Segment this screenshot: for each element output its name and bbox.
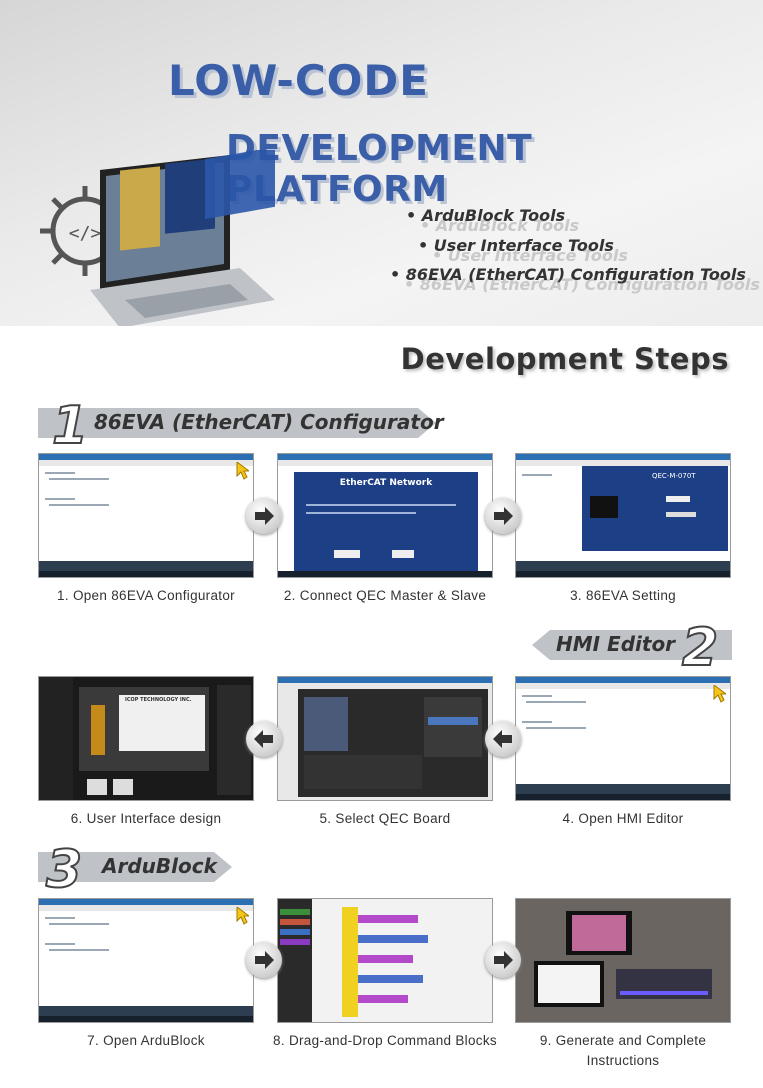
feature-item: • 86EVA (EtherCAT) Configuration Tools •… bbox=[390, 265, 760, 294]
step-caption-4: 4. Open HMI Editor bbox=[562, 811, 684, 826]
hero-title-line1: LOW-CODE bbox=[168, 56, 429, 105]
banner-shape bbox=[38, 408, 436, 438]
screenshot-ardublock bbox=[38, 898, 254, 1023]
cursor-icon bbox=[236, 462, 249, 480]
ethercat-dialog: EtherCAT Network bbox=[294, 472, 478, 572]
step-banner-1: 1 86EVA (EtherCAT) Configurator bbox=[38, 395, 444, 457]
step-caption-9: 9. Generate and Complete Instructions bbox=[539, 1033, 707, 1068]
screenshot-drag-drop-blocks bbox=[277, 898, 493, 1023]
section-title: Development Steps bbox=[400, 342, 729, 376]
hero-title-line2: DEVELOPMENT PLATFORM bbox=[226, 128, 533, 210]
screenshot-86eva-setting: QEC-M-070T bbox=[515, 453, 731, 578]
step-caption-7: 7. Open ArduBlock bbox=[87, 1033, 205, 1048]
arrow-right-icon bbox=[246, 942, 282, 978]
step-banner-2: HMI Editor 2 bbox=[530, 617, 732, 679]
feature-item: • User Interface Tools • User Interface … bbox=[418, 236, 628, 265]
cursor-icon bbox=[236, 907, 249, 925]
screenshot-select-qec-board bbox=[277, 676, 493, 801]
screenshot-ui-design: ICOP TECHNOLOGY INC. bbox=[38, 676, 254, 801]
step-caption-3: 3. 86EVA Setting bbox=[570, 588, 676, 603]
cursor-icon bbox=[713, 685, 726, 703]
arrow-left-icon bbox=[485, 721, 521, 757]
arrow-right-icon bbox=[246, 498, 282, 534]
feature-item: • ArduBlock Tools • ArduBlock Tools bbox=[406, 206, 580, 235]
screenshot-hmi-editor bbox=[515, 676, 731, 801]
banner-number: 1 bbox=[51, 395, 89, 457]
screenshot-connect-qec: EtherCAT Network bbox=[277, 453, 493, 578]
screenshot-86eva-configurator bbox=[38, 453, 254, 578]
step-caption-1: 1. Open 86EVA Configurator bbox=[57, 588, 235, 603]
qec-setting-panel: QEC-M-070T bbox=[582, 466, 728, 551]
arrow-right-icon bbox=[485, 498, 521, 534]
banner-label: ArduBlock bbox=[102, 854, 217, 878]
banner-label: 86EVA (EtherCAT) Configurator bbox=[94, 410, 444, 434]
banner-number: 3 bbox=[45, 839, 83, 901]
laptop-illustration bbox=[90, 150, 275, 326]
step-caption-2: 2. Connect QEC Master & Slave bbox=[283, 588, 487, 603]
banner-shape bbox=[38, 852, 232, 882]
gear-code-icon: </> bbox=[40, 186, 130, 276]
banner-label: HMI Editor bbox=[556, 632, 676, 656]
arrow-left-icon bbox=[246, 721, 282, 757]
step-banner-3: 3 ArduBlock bbox=[38, 839, 234, 901]
step-caption-6: 6. User Interface design bbox=[70, 811, 222, 826]
banner-number: 2 bbox=[681, 617, 719, 679]
screenshot-generate-instructions bbox=[515, 898, 731, 1023]
step-caption-5: 5. Select QEC Board bbox=[319, 811, 451, 826]
banner-shape bbox=[532, 630, 732, 660]
hero-banner: LOW-CODE DEVELOPMENT PLATFORM • ArduBloc… bbox=[0, 0, 763, 326]
step-caption-8: 8. Drag-and-Drop Command Blocks bbox=[273, 1033, 497, 1048]
arrow-right-icon bbox=[485, 942, 521, 978]
svg-text:</>: </> bbox=[69, 223, 102, 244]
